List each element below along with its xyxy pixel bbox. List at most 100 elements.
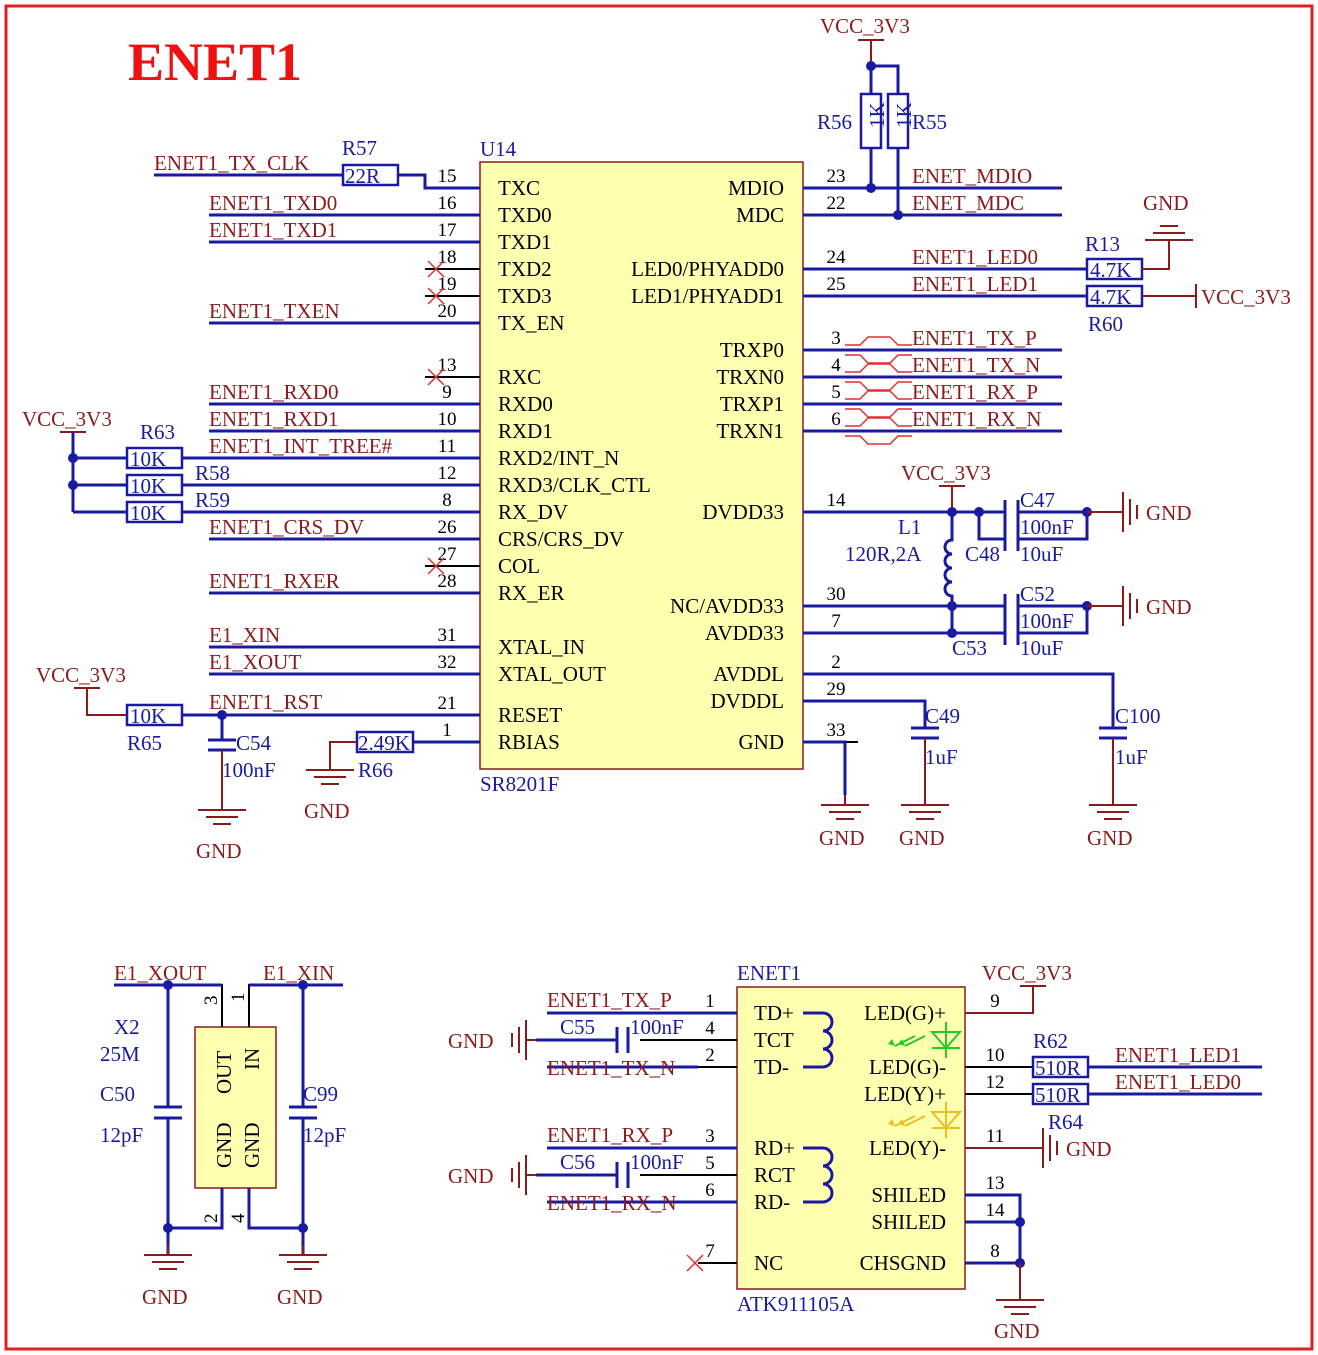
u14-pin-num-14: 14 [827,490,847,511]
net-enet1-tx-n-conn: ENET1_TX_N [547,1056,675,1080]
c49-designator: C49 [925,704,960,728]
c54-designator: C54 [236,731,272,755]
enet1-pin-chsgnd: CHSGND [860,1251,946,1275]
gnd-label-c54: GND [196,839,242,863]
u14-pin-avddl: AVDDL [713,662,784,686]
u14-pin-led0-phyadd0: LED0/PHYADD0 [631,257,784,281]
u14-pin-tx-en: TX_EN [498,311,565,335]
net-enet1-rx-p: ENET1_RX_P [912,380,1038,404]
gnd-label-c99: GND [277,1285,323,1309]
enet1-pin-rd: RD+ [754,1136,795,1160]
gnd-label-c55: GND [448,1029,494,1053]
r66-value: 2.49K [358,731,410,755]
net-enet1-led0-conn: ENET1_LED0 [1115,1070,1241,1094]
u14-pin-rx-er: RX_ER [498,581,565,605]
c48-value: 10uF [1020,542,1063,566]
net-enet1-led1-conn: ENET1_LED1 [1115,1043,1241,1067]
u14-pin-num-2: 2 [831,652,841,673]
gnd-label-c49: GND [899,826,945,850]
x2-pin-out: OUT [212,1051,236,1094]
net-enet1-rx-n-conn: ENET1_RX_N [547,1191,677,1215]
u14-pin-num-32: 32 [438,652,457,673]
r62-designator: R62 [1033,1029,1068,1053]
resistor-r65 [125,703,184,727]
x2-pin-gnd-b: GND [240,1123,264,1169]
net-enet1-rxer: ENET1_RXER [209,569,340,593]
enet1-pin-led-g: LED(G)+ [864,1001,946,1025]
u14-pin-num-31: 31 [438,625,457,646]
resistor-r58 [125,473,184,497]
c56-value: 100nF [630,1150,684,1174]
vcc-label-l1: VCC_3V3 [901,461,991,485]
gnd-label-enet1-led: GND [1066,1137,1112,1161]
c53-value: 10uF [1020,636,1063,660]
c52-value: 100nF [1020,609,1074,633]
enet1-pin-rd: RD- [754,1190,790,1214]
u14-pin-num-33: 33 [827,720,846,741]
enet1-body [736,986,966,1290]
x2-pin-gnd-a: GND [212,1123,236,1169]
r62-value: 510R [1035,1056,1081,1080]
enet1-pin-num-4: 4 [705,1018,715,1039]
c52-designator: C52 [1020,582,1055,606]
u14-pin-num-30: 30 [827,584,846,605]
c47-designator: C47 [1020,488,1055,512]
net-e1-xout: E1_XOUT [209,650,301,674]
u14-pin-xtal-in: XTAL_IN [498,635,585,659]
enet1-pin-num-5: 5 [705,1153,715,1174]
r60-designator: R60 [1088,312,1123,336]
enet1-pin-shiled: SHILED [871,1183,946,1207]
u14-pin-num-24: 24 [827,247,847,268]
enet1-pin-num-7: 7 [705,1241,715,1262]
net-e1-xout-x2: E1_XOUT [114,961,206,985]
led-yellow-icon [888,1102,963,1138]
u14-pin-txd3: TXD3 [498,284,552,308]
u14-designator: U14 [480,137,517,161]
enet1-pin-num-11: 11 [986,1126,1004,1147]
enet1-pin-td: TD- [754,1055,789,1079]
r60-value: 4.7K [1090,285,1131,309]
gnd-label-c56: GND [448,1164,494,1188]
r55-value: 1K [892,102,916,128]
c55-value: 100nF [630,1015,684,1039]
enet1-pin-num-1: 1 [705,991,715,1012]
gnd-label-u14: GND [819,826,865,850]
r13-designator: R13 [1085,232,1120,256]
enet1-pin-num-13: 13 [986,1173,1005,1194]
r64-value: 510R [1035,1083,1081,1107]
net-enet1-txd1: ENET1_TXD1 [209,218,337,242]
net-enet1-rxd0: ENET1_RXD0 [209,380,339,404]
u14-pin-num-1: 1 [442,720,452,741]
u14-pin-txd2: TXD2 [498,257,552,281]
gnd-label-c47: GND [1146,501,1192,525]
net-enet1-led0: ENET1_LED0 [912,245,1038,269]
u14-pin-num-7: 7 [831,611,841,632]
c54-value: 100nF [222,758,276,782]
u14-pin-num-15: 15 [438,166,457,187]
u14-pin-trxp0: TRXP0 [720,338,784,362]
u14-pin-trxp1: TRXP1 [720,392,784,416]
gnd-label-c52: GND [1146,595,1192,619]
u14-pin-num-3: 3 [831,328,841,349]
u14-pin-num-23: 23 [827,166,846,187]
u14-pin-txd1: TXD1 [498,230,552,254]
u14-pin-txd0: TXD0 [498,203,552,227]
u14-pin-num-16: 16 [438,193,457,214]
gnd-label-r66: GND [304,799,350,823]
frame-border [4,4,1314,1351]
c100-value: 1uF [1115,745,1148,769]
u14-pin-num-28: 28 [438,571,457,592]
r57-value: 22R [345,164,380,188]
u14-pin-rxd3-clk-ctl: RXD3/CLK_CTL [498,473,651,497]
u14-pin-num-25: 25 [827,274,846,295]
u14-right-pins: 23MDIO22MDC24LED0/PHYADD025LED1/PHYADD13… [631,166,858,754]
r59-designator: R59 [195,488,230,512]
r65-designator: R65 [127,731,162,755]
c99-designator: C99 [303,1082,338,1106]
u14-pin-num-9: 9 [442,382,452,403]
c48-designator: C48 [965,542,1000,566]
u14-pin-num-20: 20 [438,301,457,322]
c50-designator: C50 [100,1082,135,1106]
gnd-label-r13: GND [1143,191,1189,215]
u14-pin-dvdd33: DVDD33 [702,500,784,524]
